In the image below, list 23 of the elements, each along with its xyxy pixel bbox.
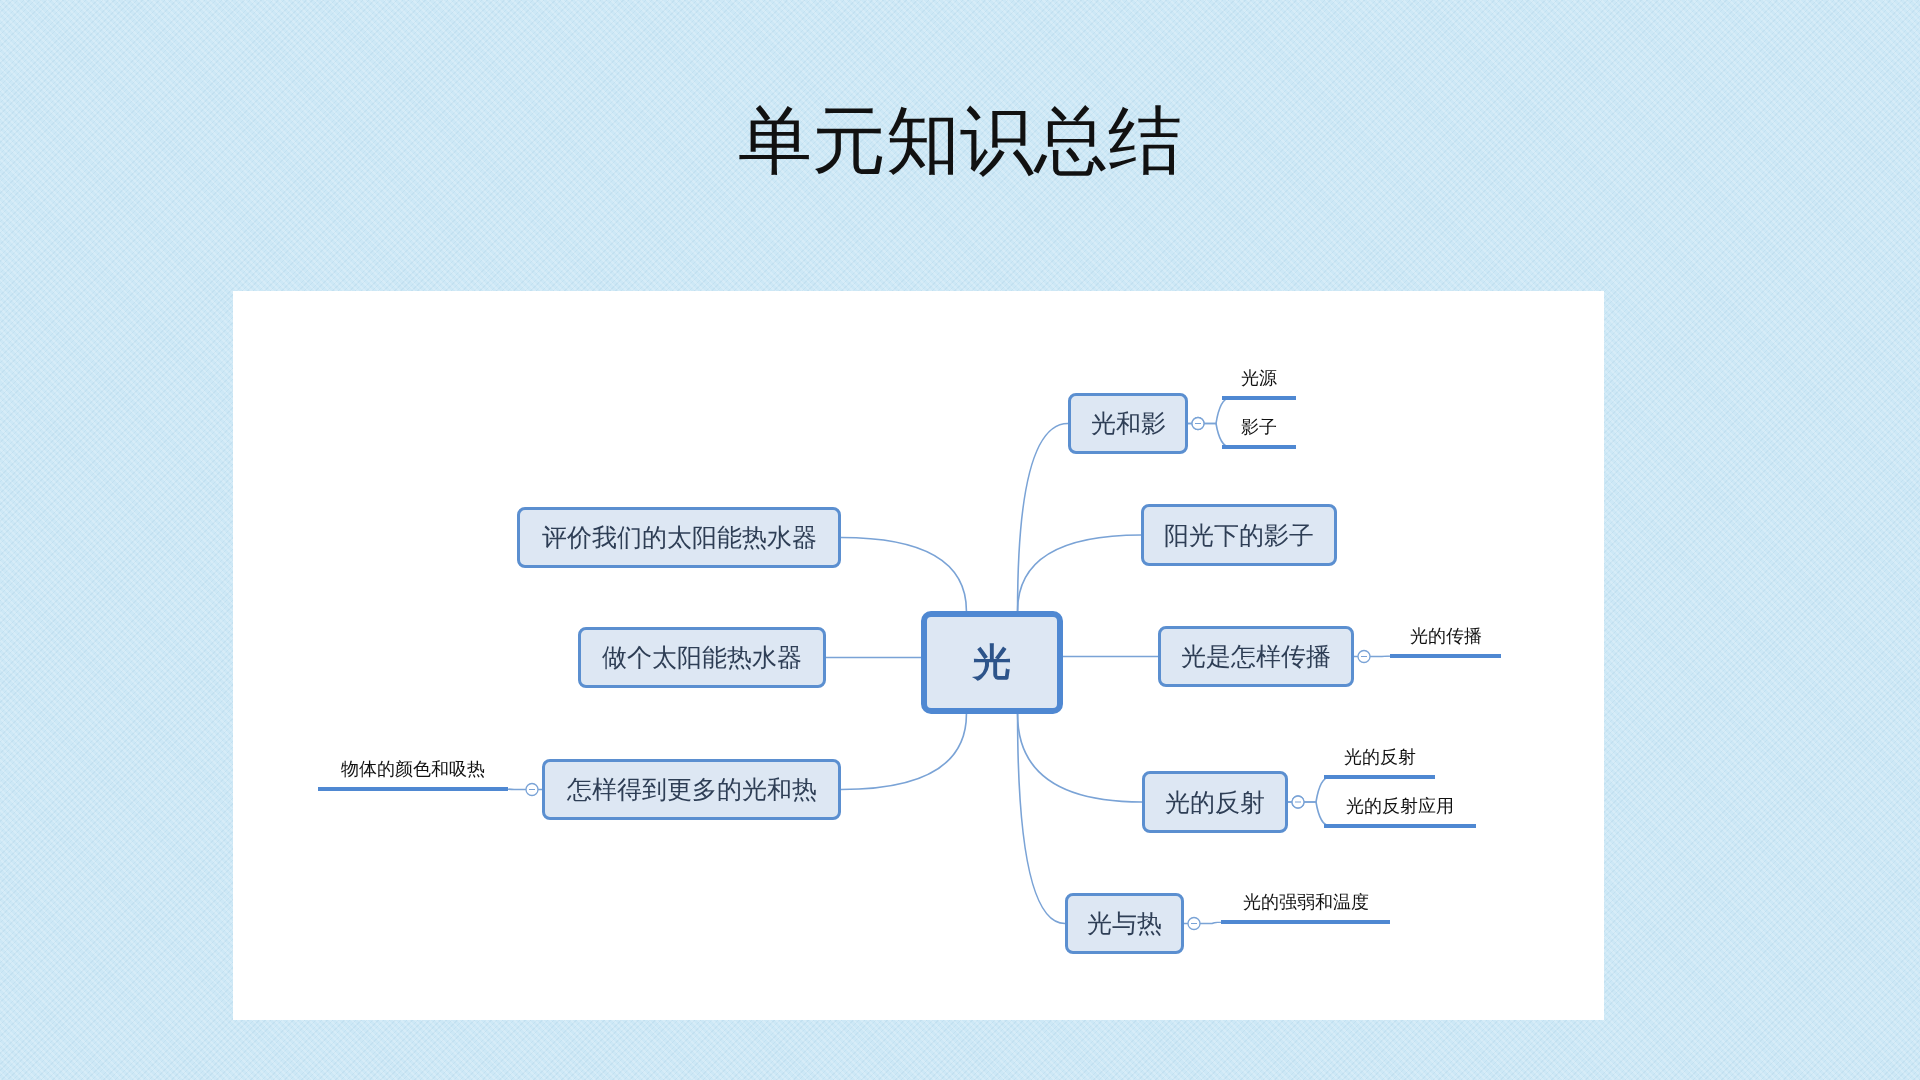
center-topic-box: 光 [921, 611, 1063, 714]
connector-line [840, 536, 968, 612]
subtopic-label: 光的反射 [1324, 739, 1435, 779]
connector-line [1062, 655, 1159, 658]
connector-line [1016, 422, 1069, 612]
page-title: 单元知识总结 [738, 96, 1182, 185]
subtopic-label: 光的传播 [1390, 618, 1501, 658]
subtopic-label: 光的反射应用 [1324, 788, 1476, 828]
subtopic-label: 光的强弱和温度 [1221, 884, 1390, 924]
topic-box: 评价我们的太阳能热水器 [517, 507, 841, 568]
subtopic-label: 影子 [1222, 409, 1296, 449]
connector-line [825, 656, 922, 659]
topic-box: 光的反射 [1142, 771, 1288, 833]
connector-line [840, 713, 968, 791]
topic-box: 做个太阳能热水器 [578, 627, 826, 688]
topic-box: 光是怎样传播 [1158, 626, 1354, 687]
subtopic-label: 光源 [1222, 360, 1296, 400]
topic-box: 光和影 [1068, 393, 1188, 454]
connector-line [1016, 713, 1143, 803]
topic-box: 阳光下的影子 [1141, 504, 1337, 566]
topic-box: 光与热 [1065, 893, 1184, 954]
topic-box: 怎样得到更多的光和热 [542, 759, 841, 820]
subtopic-label: 物体的颜色和吸热 [318, 751, 508, 791]
